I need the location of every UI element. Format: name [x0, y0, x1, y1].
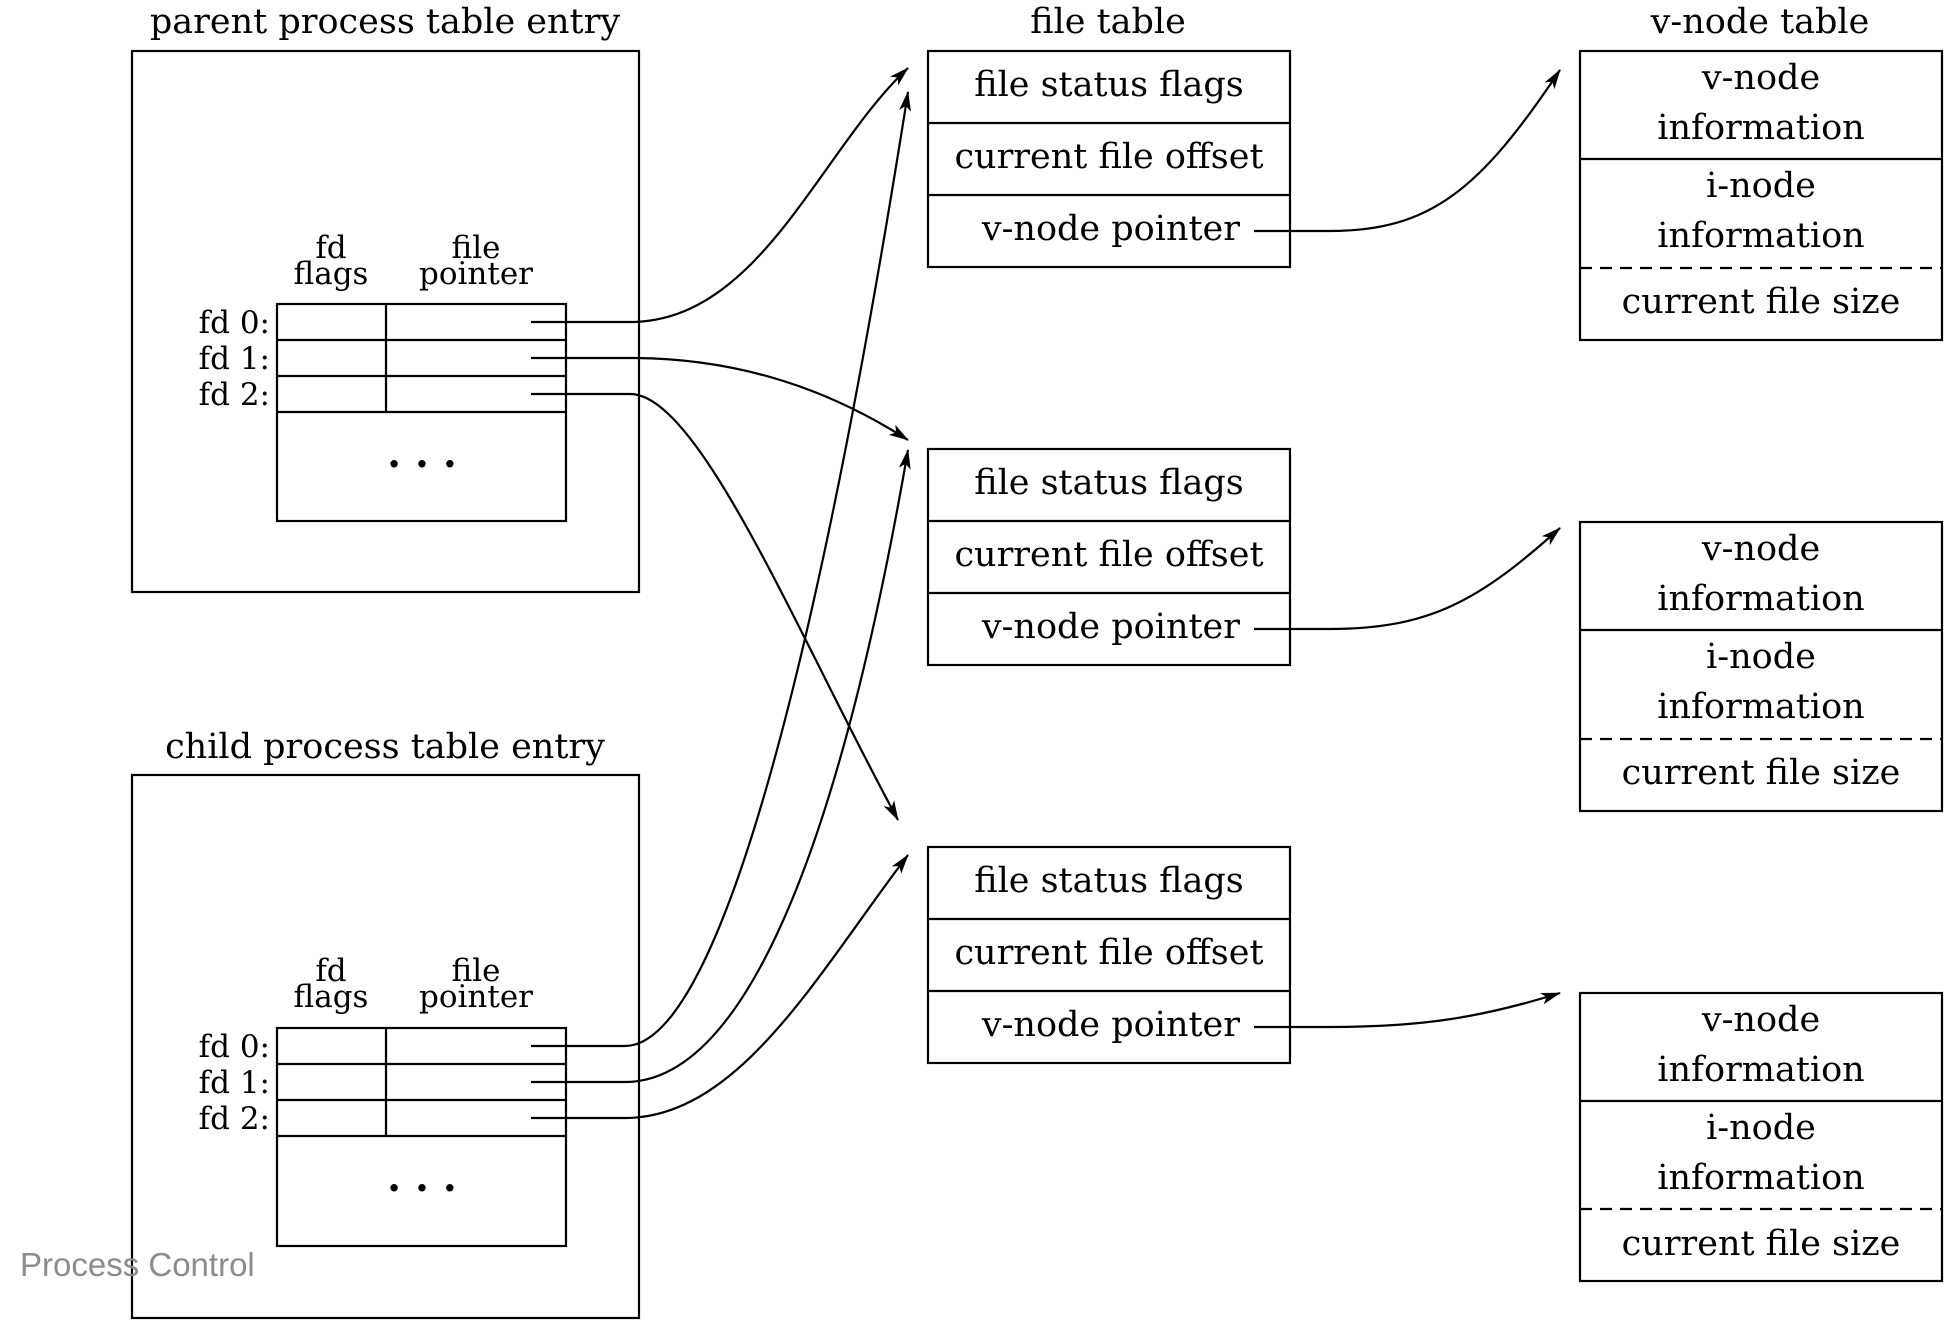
- current-file-size: current file size: [1622, 1224, 1901, 1264]
- file-pointer-header: pointer: [419, 979, 533, 1015]
- file-pointer-header: file: [452, 953, 501, 989]
- inode-information: information: [1657, 687, 1864, 727]
- arrow-parent-fd2: [566, 392, 899, 821]
- current-file-size: current file size: [1622, 282, 1901, 322]
- arrow-parent-fd1: [566, 356, 909, 441]
- arrow-parent-fd0: [566, 67, 909, 324]
- vnode-information: v-node: [1701, 1000, 1820, 1040]
- fd-flags-header: flags: [294, 256, 369, 292]
- fd-row-label: fd 2:: [199, 1101, 270, 1137]
- current-file-offset: current file offset: [954, 933, 1263, 973]
- file-status-flags: file status flags: [974, 861, 1244, 901]
- arrow-child-fd1: [566, 449, 911, 1084]
- current-file-offset: current file offset: [954, 535, 1263, 575]
- vnode-information: v-node: [1701, 529, 1820, 569]
- vnode-pointer: v-node pointer: [981, 1005, 1240, 1045]
- inode-information: i-node: [1706, 166, 1816, 206]
- current-file-size: current file size: [1622, 753, 1901, 793]
- fd-row-label: fd 1:: [199, 1065, 270, 1101]
- vnode-pointer: v-node pointer: [981, 209, 1240, 249]
- vnode-information: information: [1657, 108, 1864, 148]
- child-process-entry: fd flags file pointer fd 0: fd 1: fd 2: …: [130, 773, 641, 1320]
- inode-information: i-node: [1706, 637, 1816, 677]
- vnode-pointer: v-node pointer: [981, 607, 1240, 647]
- arrow-child-fd2: [566, 854, 909, 1120]
- fd-flags-header: fd: [315, 953, 346, 989]
- file-status-flags: file status flags: [974, 65, 1244, 105]
- file-table-entry-3: file status flags current file offset v-…: [926, 845, 1292, 1065]
- current-file-offset: current file offset: [954, 137, 1263, 177]
- vnode-information: v-node: [1701, 58, 1820, 98]
- file-table-title: file table: [1030, 2, 1186, 42]
- file-table-entry-1: file status flags current file offset v-…: [926, 49, 1292, 269]
- fd-flags-header: fd: [315, 230, 346, 266]
- inode-information: i-node: [1706, 1108, 1816, 1148]
- file-table-entry-2: file status flags current file offset v-…: [926, 447, 1292, 667]
- parent-process-entry: fd flags file pointer fd 0: fd 1: fd 2: …: [130, 49, 641, 594]
- arrow-child-fd0: [566, 91, 911, 1048]
- ellipsis: · · ·: [387, 1165, 457, 1212]
- file-pointer-header: file: [452, 230, 501, 266]
- parent-process-title: parent process table entry: [150, 2, 620, 42]
- inode-information: information: [1657, 216, 1864, 256]
- arrow-vnode-pointer-2: [1254, 527, 1561, 631]
- child-process-title: child process table entry: [165, 727, 605, 767]
- vnode-information: information: [1657, 579, 1864, 619]
- fd-row-label: fd 1:: [199, 341, 270, 377]
- fd-row-label: fd 2:: [199, 377, 270, 413]
- file-status-flags: file status flags: [974, 463, 1244, 503]
- fd-table: [275, 302, 568, 523]
- vnode-table-title: v-node table: [1650, 2, 1870, 42]
- fd-row-label: fd 0:: [199, 1029, 270, 1065]
- inode-information: information: [1657, 1158, 1864, 1198]
- vnode-table-entry-2: v-node information i-node information cu…: [1578, 520, 1944, 813]
- vnode-table-entry-3: v-node information i-node information cu…: [1578, 991, 1944, 1283]
- vnode-table-entry-1: v-node information i-node information cu…: [1578, 49, 1944, 342]
- fd-flags-header: flags: [294, 979, 369, 1015]
- fd-table: [275, 1026, 568, 1248]
- footer-caption: Process Control: [20, 1246, 255, 1283]
- arrow-vnode-pointer-3: [1254, 991, 1561, 1029]
- ellipsis: · · ·: [387, 441, 457, 488]
- vnode-information: information: [1657, 1050, 1864, 1090]
- fd-row-label: fd 0:: [199, 305, 270, 341]
- arrow-vnode-pointer-1: [1254, 69, 1561, 233]
- file-pointer-header: pointer: [419, 256, 533, 292]
